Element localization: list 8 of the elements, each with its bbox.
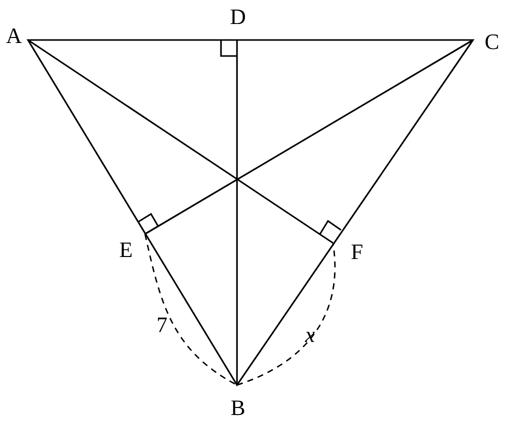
length-label: 7 <box>156 314 168 336</box>
point-label: E <box>119 239 133 261</box>
point-label: D <box>230 6 246 28</box>
point-label: C <box>484 31 500 53</box>
point-label: A <box>6 25 22 47</box>
length-label: x <box>305 324 315 346</box>
point-label: F <box>350 241 364 263</box>
point-label: B <box>230 397 246 419</box>
